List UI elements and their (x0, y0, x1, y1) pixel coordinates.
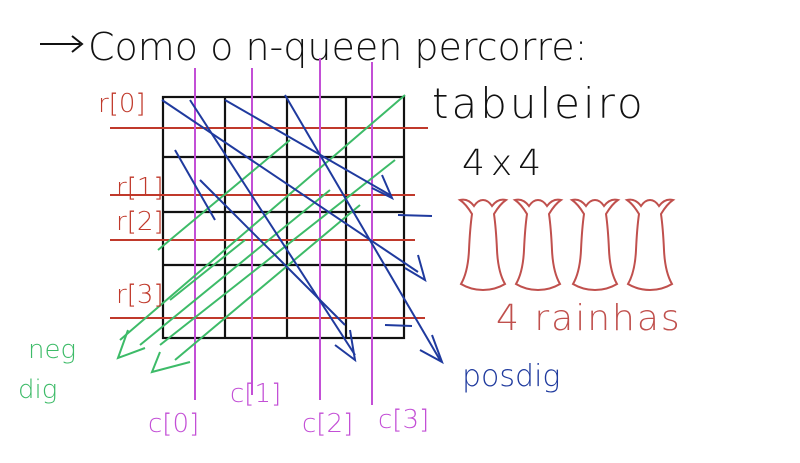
posdiag-line-0 (161, 99, 419, 273)
row-label-1: r[1] (116, 173, 164, 203)
posdiag-arrowhead-4 (419, 334, 444, 365)
posdiag-tick-2 (384, 324, 413, 327)
negdiag-line-0 (119, 94, 406, 341)
posdiag-label: posdig (462, 359, 560, 394)
negdiag-label-line2: dig (18, 375, 57, 405)
negdiag-line-5 (169, 239, 246, 301)
row-label-3: r[3] (116, 280, 164, 310)
board-size: 4x4 (462, 143, 547, 184)
queen-icon (624, 198, 676, 292)
posdiag-arrowhead-2 (404, 254, 427, 283)
queen-icon (569, 198, 621, 292)
negdiag-arrowhead-2 (150, 351, 191, 374)
posdiag-line-1 (189, 99, 356, 356)
queens-group (457, 198, 676, 292)
negdiag-line-3 (159, 159, 396, 346)
title-arrow-icon (40, 35, 84, 53)
col-label-1: c[1] (230, 379, 281, 409)
board-grid (161, 95, 406, 340)
negdiag-line-1 (139, 189, 331, 346)
title-text: Como o n-queen percorre: (88, 25, 587, 69)
negdiag-label-line1: neg (28, 335, 76, 365)
col-label-0: c[0] (148, 409, 199, 439)
col-label-3: c[3] (378, 405, 429, 435)
negdiag-arrowhead-1 (116, 329, 146, 360)
posdiag-line-2 (224, 99, 391, 196)
queens-label: 4 rainhas (496, 298, 682, 339)
posdiag-line-3 (284, 94, 441, 361)
col-label-2: c[2] (302, 409, 353, 439)
negative-diagonals (116, 94, 406, 374)
negdiag-line-4 (174, 204, 361, 361)
negdiag-line-2 (157, 139, 291, 251)
posdiag-tick-1 (397, 214, 433, 217)
row-label-0: r[0] (98, 89, 146, 119)
board-outline (161, 95, 406, 340)
queen-icon (512, 198, 564, 292)
posdiag-arrowhead-3 (334, 329, 357, 363)
posdiag-line-4 (199, 179, 346, 326)
board-label: tabuleiro (432, 79, 646, 128)
row-label-2: r[2] (116, 207, 164, 237)
queen-icon (457, 198, 509, 292)
positive-diagonals (161, 94, 444, 365)
posdiag-arrowhead-1 (371, 174, 395, 201)
posdiag-line-5 (174, 149, 216, 221)
